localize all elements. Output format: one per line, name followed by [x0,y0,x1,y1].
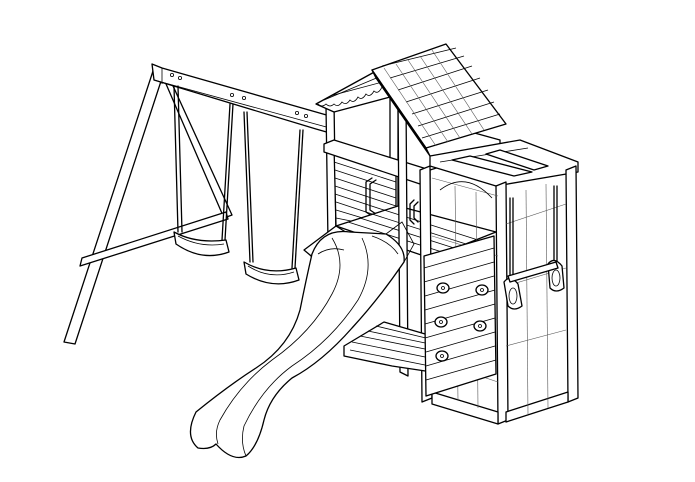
tower-roof [315,43,507,157]
gymnastic-ring-right [547,185,565,292]
climbing-holds [434,282,489,362]
slide [189,221,415,459]
swing-left-front-leg [63,67,165,345]
swing-frame [63,63,331,345]
monkey-bar-module [429,139,579,425]
module-back-post [565,165,579,403]
module-front-post [495,181,509,425]
swing-seat-left [173,85,234,257]
climbing-wall [423,235,497,397]
swing-seat-right [243,111,304,285]
lower-platform [343,321,433,373]
swing-seat-right-belt [243,261,300,285]
